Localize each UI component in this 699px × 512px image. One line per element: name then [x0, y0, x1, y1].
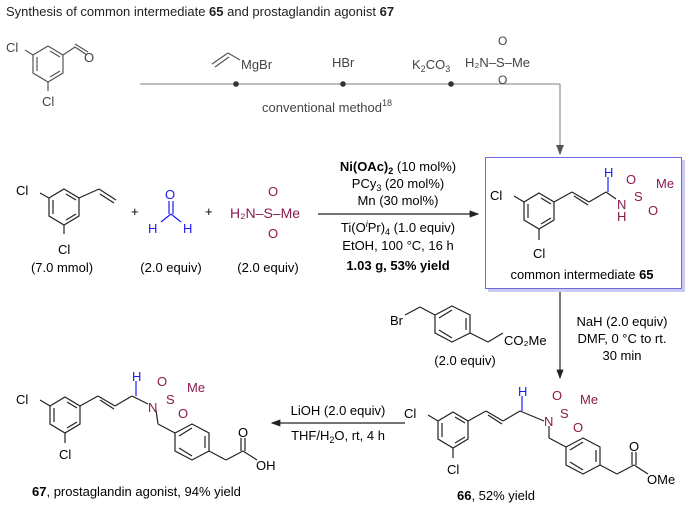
- formaldehyde-h-1: H: [148, 221, 157, 236]
- cond-mn: Mn (30 mol%): [358, 193, 439, 208]
- p66-ome: OMe: [647, 472, 675, 487]
- p67-cl-1: Cl: [16, 392, 28, 407]
- intermediate-65-structure: [513, 191, 617, 240]
- p66-o1: O: [552, 388, 562, 403]
- formaldehyde-h-2: H: [183, 221, 192, 236]
- int65-cl-2: Cl: [533, 246, 545, 261]
- reagent-k2co3: K2CO3: [412, 57, 450, 74]
- methanesulfonamide: H₂N–S–Me: [230, 205, 300, 221]
- p67-s: S: [166, 392, 175, 407]
- aldehyde-cl-1: Cl: [6, 40, 18, 55]
- styrene-cl-2: Cl: [58, 242, 70, 257]
- int65-s: S: [634, 189, 643, 204]
- p67-o2: O: [178, 406, 188, 421]
- product-66-caption: 66, 52% yield: [457, 488, 535, 503]
- reagent-msnh2: H₂N–S–Me: [465, 55, 530, 70]
- route-dot-3: [448, 81, 454, 87]
- formaldehyde-amount: (2.0 equiv): [140, 260, 201, 275]
- cond-pcy3: PCy3 (20 mol%): [352, 176, 444, 193]
- p67-n: N: [148, 400, 157, 415]
- p66-ester-o: O: [629, 439, 639, 454]
- route-dot-1: [233, 81, 239, 87]
- int65-o2: O: [648, 203, 658, 218]
- int65-nh: H: [617, 209, 626, 224]
- p66-s: S: [560, 406, 569, 421]
- cond-ti: Ti(OiPr)4 (1.0 equiv): [341, 219, 455, 237]
- conventional-method-label: conventional method18: [262, 98, 392, 115]
- msnh2-o-bottom: O: [498, 73, 507, 87]
- p67-o1: O: [157, 374, 167, 389]
- intermediate-65-caption: common intermediate 65: [510, 267, 653, 282]
- cond-time: 30 min: [602, 348, 641, 363]
- product-67-caption: 67, prostaglandin agonist, 94% yield: [32, 484, 241, 499]
- p67-oh: OH: [256, 458, 276, 473]
- p66-n: N: [544, 414, 553, 429]
- vinyl-icon: [211, 52, 241, 68]
- aldehyde-structure: [24, 43, 89, 91]
- product-66-structure: [427, 410, 649, 475]
- sulfonamide-amount: (2.0 equiv): [237, 260, 298, 275]
- p66-me: Me: [580, 392, 598, 407]
- p67-acid-o: O: [238, 425, 248, 440]
- cond-dmf: DMF, 0 °C to rt.: [578, 331, 667, 346]
- styrene-cl-1: Cl: [16, 183, 28, 198]
- p66-h: H: [518, 384, 527, 399]
- p66-cl-1: Cl: [404, 406, 416, 421]
- aldehyde-cl-2: Cl: [42, 94, 54, 109]
- benzyl-bromide-structure: [404, 305, 504, 343]
- cond-nah: NaH (2.0 equiv): [576, 314, 667, 329]
- intermediate-65-box: [485, 157, 682, 289]
- int65-h: H: [604, 165, 613, 180]
- benzyl-amount: (2.0 equiv): [434, 353, 495, 368]
- formaldehyde-o: O: [165, 187, 175, 202]
- styrene-structure: [39, 188, 117, 234]
- styrene-amount: (7.0 mmol): [31, 260, 93, 275]
- p66-cl-2: Cl: [447, 462, 459, 477]
- cond-ni: Ni(OAc)2 (10 mol%): [340, 159, 456, 176]
- reagent-mgbr: MgBr: [241, 57, 273, 72]
- scheme-title: Synthesis of common intermediate 65 and …: [6, 4, 395, 19]
- route-dot-2: [340, 81, 346, 87]
- aldehyde-o: O: [84, 50, 94, 65]
- msnh2-o-1: O: [268, 184, 278, 199]
- benzyl-co2me: CO₂Me: [504, 333, 547, 348]
- step1-yield: 1.03 g, 53% yield: [346, 258, 449, 273]
- p67-h: H: [132, 369, 141, 384]
- cond-etoh: EtOH, 100 °C, 16 h: [342, 238, 453, 253]
- cond-thf: THF/H2O, rt, 4 h: [291, 428, 385, 445]
- cond-lioh: LiOH (2.0 equiv): [291, 403, 386, 418]
- benzyl-br: Br: [390, 313, 404, 328]
- int65-n: N: [617, 197, 626, 212]
- plus-2: +: [205, 204, 213, 219]
- product-67-structure: [39, 395, 258, 461]
- int65-cl-1: Cl: [490, 188, 502, 203]
- p67-cl-2: Cl: [59, 447, 71, 462]
- formaldehyde-structure: [160, 201, 182, 223]
- p66-o2: O: [573, 420, 583, 435]
- reagent-hbr: HBr: [332, 55, 355, 70]
- msnh2-o-2: O: [268, 226, 278, 241]
- plus-1: +: [131, 204, 139, 219]
- int65-o1: O: [626, 172, 636, 187]
- msnh2-o-top: O: [498, 34, 507, 48]
- p67-me: Me: [187, 380, 205, 395]
- int65-me: Me: [656, 176, 674, 191]
